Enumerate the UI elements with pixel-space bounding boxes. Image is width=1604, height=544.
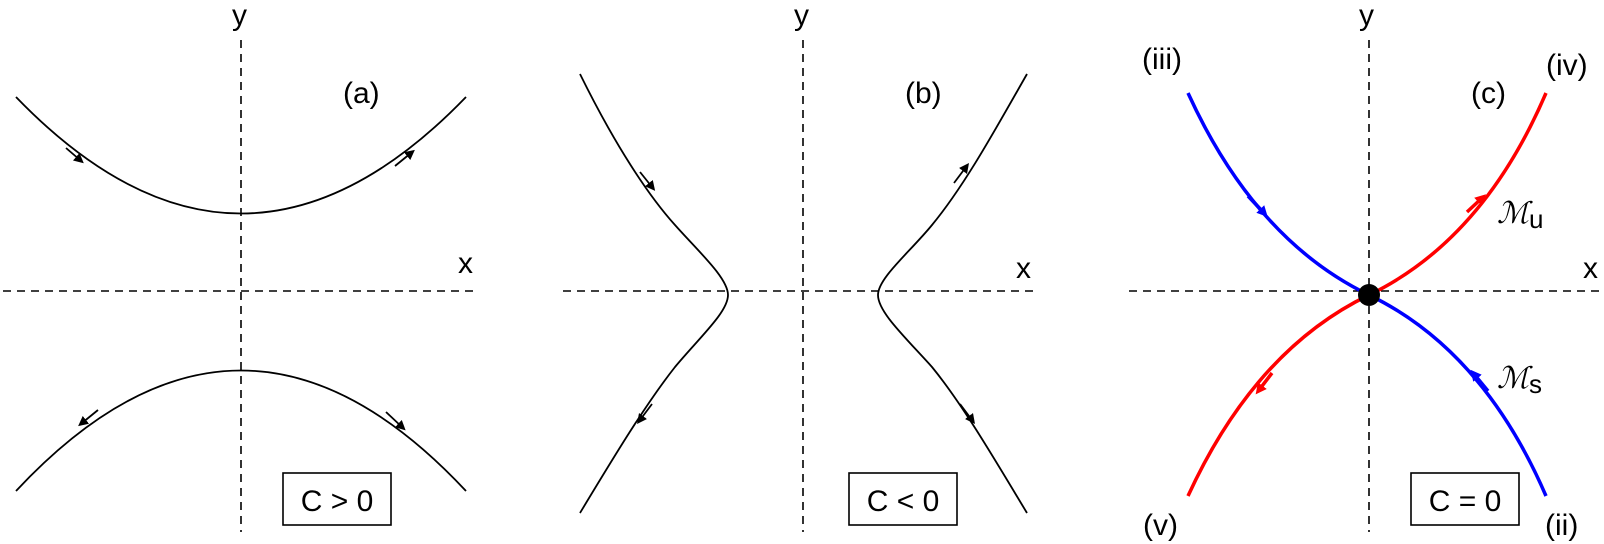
branch-label-iii: (iii) (1142, 43, 1182, 76)
panel-b-arrow-3 (953, 163, 969, 184)
stable-manifold-upper-left (1186, 92, 1370, 297)
panel-c-y-label: y (1359, 0, 1374, 32)
panel-b-tag: (b) (905, 77, 942, 110)
panel-a-arrow-4 (385, 411, 406, 431)
panel-a-arrow-3 (78, 409, 99, 427)
unstable-manifold-symbol: ℳ (1497, 197, 1533, 230)
saddle-fixed-point (1358, 284, 1380, 306)
stable-manifold-label: ℳ s (1497, 362, 1542, 399)
unstable-manifold-label: ℳ u (1497, 197, 1543, 234)
stable-manifold-lower-right (1368, 293, 1548, 497)
unstable-manifold-lower-left (1186, 293, 1370, 497)
panel-c: y x (c) (iii) (iv) (v) (ii) ℳ u ℳ s C = … (1129, 0, 1600, 542)
panel-b-x-label: x (1016, 252, 1031, 285)
panel-a-arrow-1 (65, 147, 84, 164)
unstable-manifold-upper-right (1368, 92, 1548, 297)
unstable-manifold-subscript: u (1529, 204, 1543, 234)
stable-manifold-symbol: ℳ (1497, 362, 1533, 395)
panel-a-x-label: x (458, 247, 473, 280)
panel-b: y x (b) C < 0 (563, 0, 1035, 532)
panel-a-condition: C > 0 (301, 485, 374, 518)
panel-b-y-label: y (794, 0, 809, 32)
panel-c-condition-box (1410, 472, 1520, 526)
panel-a-lower-trajectory (15, 369, 467, 492)
panel-a-y-label: y (232, 0, 247, 32)
stable-manifold-subscript: s (1529, 369, 1542, 399)
panel-b-condition: C < 0 (867, 485, 940, 518)
branch-label-ii: (ii) (1545, 509, 1578, 542)
unstable-arrow-lower (1255, 371, 1274, 395)
panel-a-arrow-2 (394, 149, 415, 167)
stable-arrow-lower (1470, 369, 1490, 393)
unstable-arrow-upper (1465, 194, 1487, 214)
stable-arrow-upper (1246, 194, 1268, 218)
panel-b-left-trajectory (579, 73, 729, 514)
panel-b-arrow-1 (639, 171, 656, 191)
panel-c-condition: C = 0 (1429, 485, 1502, 518)
panel-a: y x (a) C > 0 (3, 0, 475, 532)
branch-label-v: (v) (1143, 509, 1178, 542)
panel-b-arrow-2 (637, 403, 653, 424)
panel-b-right-trajectory (877, 73, 1028, 514)
panel-a-tag: (a) (343, 77, 380, 110)
branch-label-iv: (iv) (1546, 49, 1588, 82)
panel-b-condition-box (848, 472, 958, 526)
panel-a-upper-trajectory (15, 96, 467, 215)
panel-b-arrow-4 (959, 403, 975, 424)
panel-a-condition-box (282, 472, 392, 526)
panel-c-x-label: x (1583, 252, 1598, 285)
panel-c-tag: (c) (1471, 77, 1506, 110)
